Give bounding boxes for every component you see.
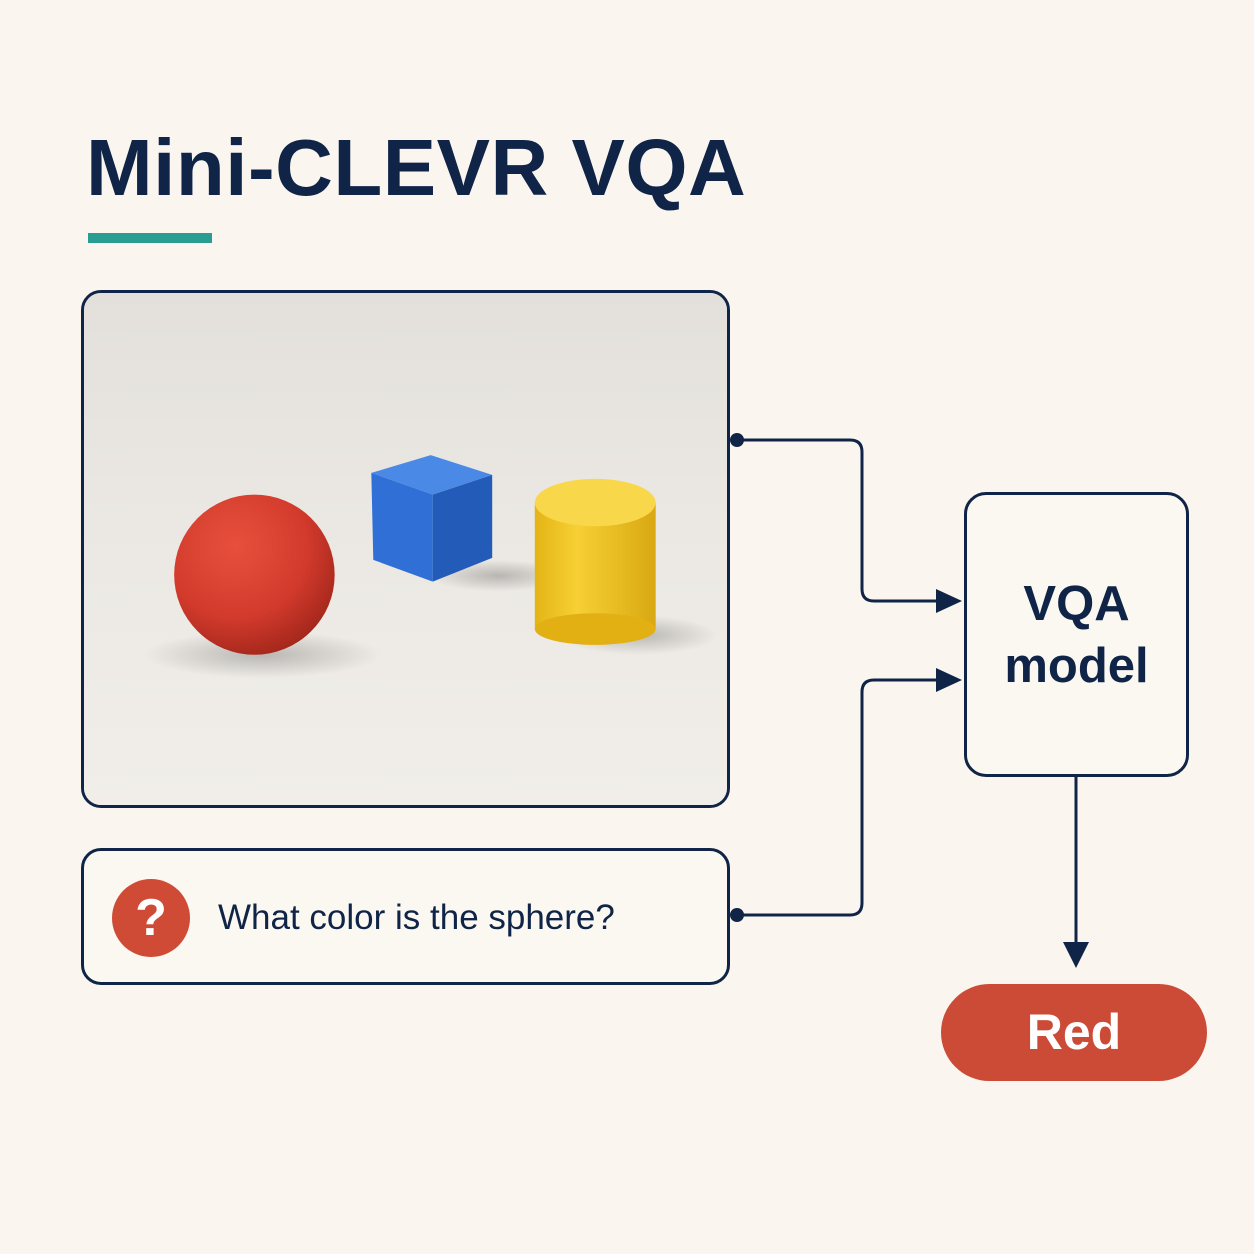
question-to-model-arrow — [737, 678, 944, 917]
vqa-model-box: VQA model — [964, 492, 1189, 777]
arrowhead-icon — [1063, 942, 1089, 968]
arrowhead-icon — [936, 668, 962, 692]
question-text: What color is the sphere? — [218, 898, 615, 937]
yellow-cylinder — [534, 478, 719, 655]
question-box: ? What color is the sphere? — [81, 848, 730, 985]
arrowhead-icon — [936, 589, 962, 613]
blue-cube — [371, 455, 568, 592]
answer-pill: Red — [941, 984, 1207, 1081]
image-to-model-arrow — [737, 438, 944, 603]
vqa-model-label: VQA model — [967, 573, 1186, 697]
title-underline — [88, 233, 212, 243]
question-mark-icon: ? — [112, 879, 190, 957]
vqa-model-label-line2: model — [1004, 639, 1149, 693]
page-title: Mini-CLEVR VQA — [86, 123, 747, 212]
scene-image — [84, 293, 727, 805]
scene-image-panel — [81, 290, 730, 808]
image-connector-dot — [730, 433, 744, 447]
vqa-model-label-line1: VQA — [1023, 577, 1130, 631]
red-sphere — [143, 494, 382, 679]
question-connector-dot — [730, 908, 744, 922]
